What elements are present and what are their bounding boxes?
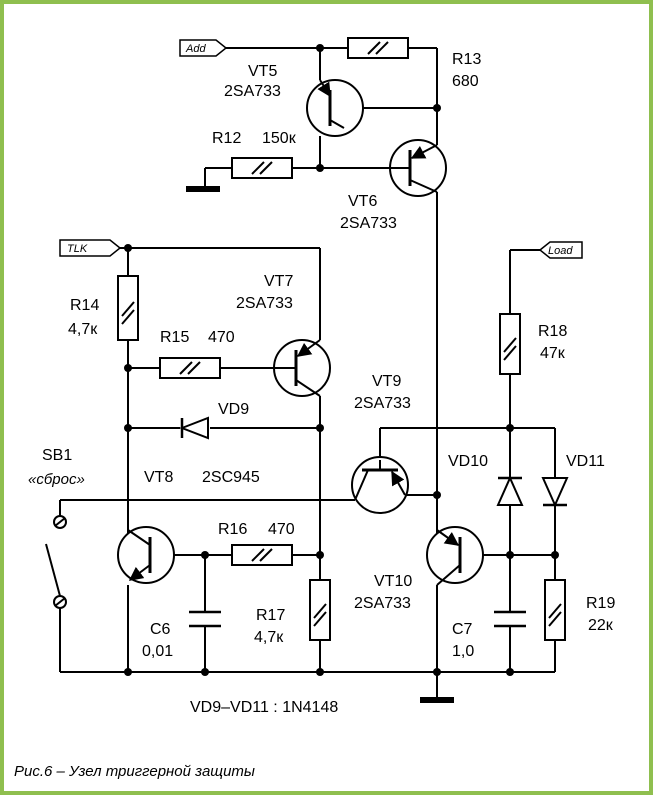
diode-vd9 <box>179 416 209 440</box>
c7-ref: C7 <box>452 621 473 638</box>
r19-value: 22к <box>588 617 614 634</box>
port-tlk-label: TLK <box>67 243 88 255</box>
r14-ref: R14 <box>70 297 99 314</box>
capacitor-c6 <box>189 610 221 628</box>
resistor-r14 <box>117 275 139 341</box>
sb1-desc: «сброс» <box>28 471 85 488</box>
vt10-part: 2SA733 <box>354 595 411 612</box>
r13-ref: R13 <box>452 51 481 68</box>
resistor-r15 <box>159 357 221 379</box>
vt5-part: 2SA733 <box>224 83 281 100</box>
vt9-part: 2SA733 <box>354 395 411 412</box>
capacitor-c7 <box>494 610 526 628</box>
ground-bar-1 <box>186 186 220 192</box>
r15-value: 470 <box>208 329 235 346</box>
r12-ref: R12 <box>212 130 241 147</box>
port-load-label: Load <box>548 245 573 257</box>
transistor-vt8 <box>117 526 175 584</box>
junctions <box>124 44 559 676</box>
vt7-ref: VT7 <box>264 273 293 290</box>
port-add: Add <box>179 39 228 57</box>
c6-ref: C6 <box>150 621 171 638</box>
resistor-r19 <box>544 579 566 641</box>
r12-value: 150к <box>262 130 297 147</box>
r18-value: 47к <box>540 345 566 362</box>
r13-value: 680 <box>452 73 479 90</box>
diode-vd11 <box>541 477 569 508</box>
vt8-part: 2SC945 <box>202 469 260 486</box>
vt9-ref: VT9 <box>372 373 401 390</box>
vd11-ref: VD11 <box>566 453 605 470</box>
switch-sb1 <box>45 515 67 609</box>
r15-ref: R15 <box>160 329 189 346</box>
transistor-vt9 <box>351 456 409 514</box>
r19-ref: R19 <box>586 595 615 612</box>
r16-ref: R16 <box>218 521 247 538</box>
sb1-ref: SB1 <box>42 447 72 464</box>
ground-bar-2 <box>420 697 454 703</box>
vt8-ref: VT8 <box>144 469 173 486</box>
transistor-vt5 <box>306 79 364 137</box>
resistor-r13 <box>347 37 409 59</box>
c6-value: 0,01 <box>142 643 173 660</box>
transistor-vt6 <box>389 139 447 197</box>
vt6-ref: VT6 <box>348 193 377 210</box>
diode-note: VD9–VD11 : 1N4148 <box>190 699 338 716</box>
resistor-r16 <box>231 544 293 566</box>
port-load: Load <box>538 241 583 259</box>
r14-value: 4,7к <box>68 321 98 338</box>
port-add-label: Add <box>185 43 206 55</box>
resistor-r17 <box>309 579 331 641</box>
transistor-vt10 <box>426 526 484 586</box>
vt7-part: 2SA733 <box>236 295 293 312</box>
vd10-ref: VD10 <box>448 453 488 470</box>
r17-ref: R17 <box>256 607 285 624</box>
c7-value: 1,0 <box>452 643 474 660</box>
vt5-ref: VT5 <box>248 63 277 80</box>
r18-ref: R18 <box>538 323 567 340</box>
figure-caption: Рис.6 – Узел триггерной защиты <box>14 763 255 780</box>
transistor-vt7 <box>273 339 331 397</box>
port-tlk: TLK <box>59 239 122 257</box>
wires <box>59 47 556 700</box>
vt10-ref: VT10 <box>374 573 412 590</box>
diode-vd10 <box>496 475 524 506</box>
resistor-r18 <box>499 313 521 375</box>
r16-value: 470 <box>268 521 295 538</box>
vd9-ref: VD9 <box>218 401 249 418</box>
resistor-r12 <box>231 157 293 179</box>
r17-value: 4,7к <box>254 629 284 646</box>
vt6-part: 2SA733 <box>340 215 397 232</box>
